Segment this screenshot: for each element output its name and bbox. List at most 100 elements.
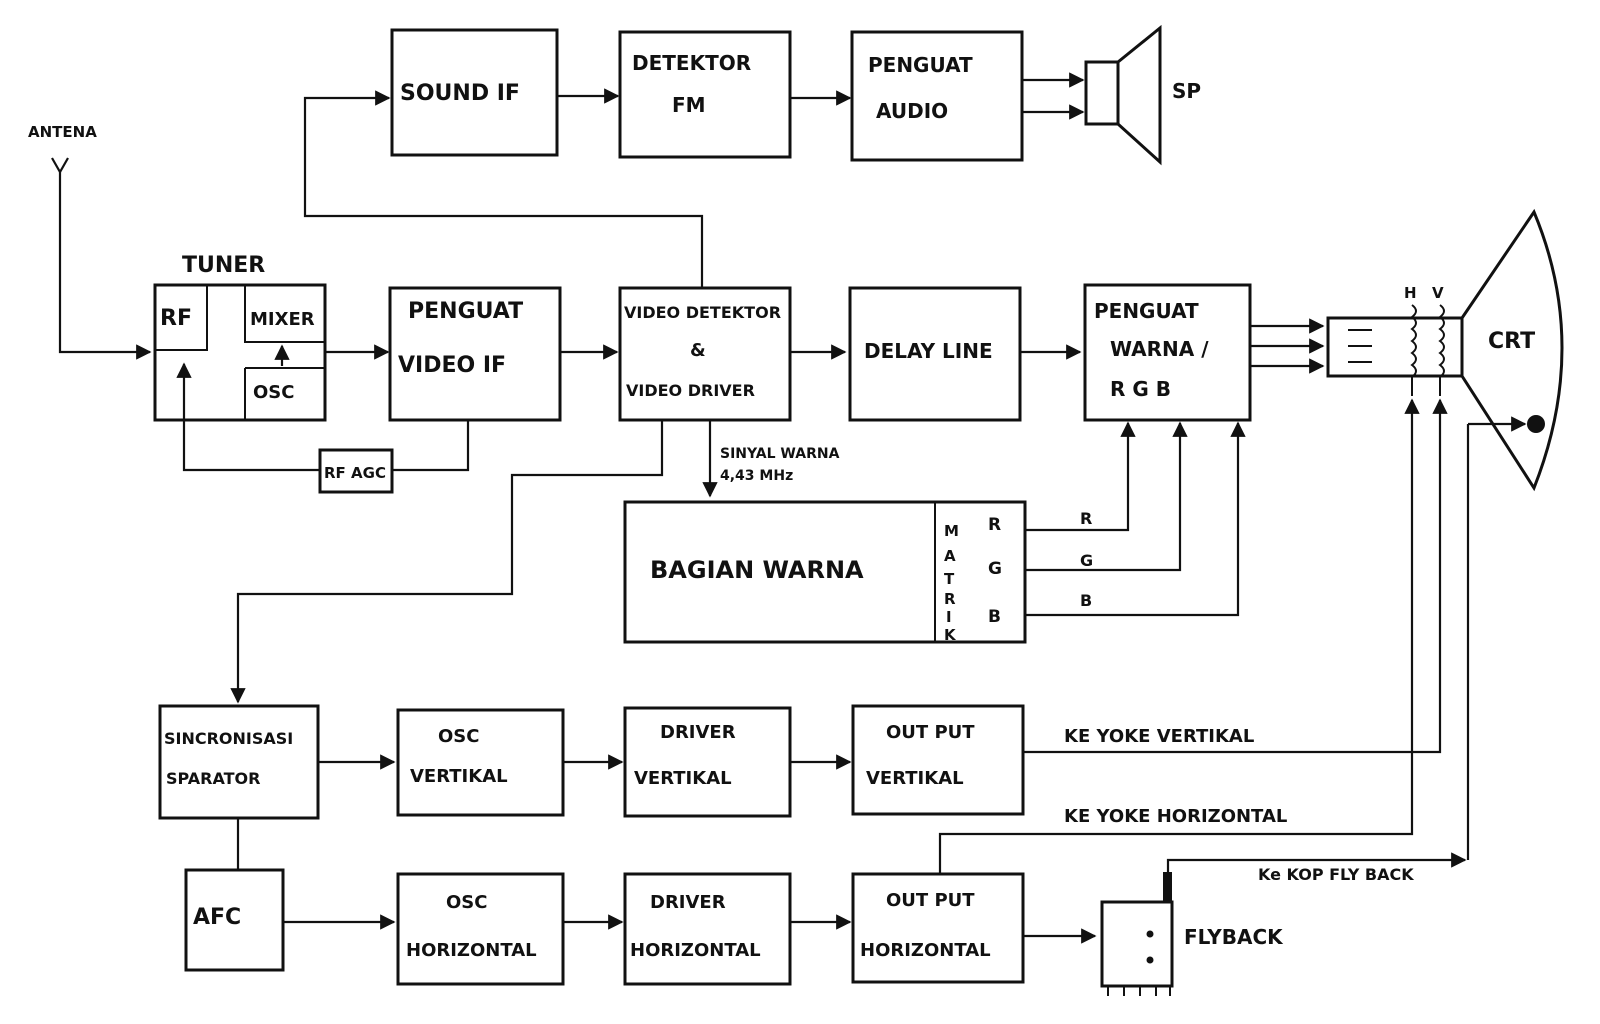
r-signal-wire [1025, 421, 1136, 532]
crt-tube: CRT H V [1326, 208, 1564, 492]
video-detector-block: VIDEO DETEKTOR & VIDEO DRIVER [618, 286, 792, 422]
r-line-label: R [1080, 509, 1092, 528]
output-horizontal-box [851, 872, 1025, 984]
b-line-label: B [1080, 591, 1092, 610]
penguat-video-if-label-2: VIDEO IF [398, 353, 506, 378]
penguat-warna-box [1083, 283, 1252, 422]
ke-yoke-vertikal-label: KE YOKE VERTIKAL [1064, 726, 1254, 747]
output-hor-to-yoke-wire [938, 398, 1420, 874]
penguat-warna-label-2: WARNA / [1110, 337, 1209, 361]
delay-line-label: DELAY LINE [864, 339, 993, 363]
yoke-h-coil-icon [1410, 304, 1417, 378]
penguat-warna-label-1: PENGUAT [1094, 299, 1199, 323]
matrik-b-label: B [988, 607, 1001, 627]
yoke-h-label: H [1404, 284, 1417, 302]
osc-divider [244, 367, 325, 420]
antenna: ANTENA [28, 123, 152, 360]
flyback-hv-lead [1163, 872, 1172, 902]
rf-label: RF [160, 306, 192, 331]
detector-to-sync-wire [230, 420, 664, 704]
sync-separator-block: SINCRONISASI SPARATOR [158, 704, 320, 820]
flyback-dot-2 [1146, 956, 1154, 964]
video-detector-label-1: VIDEO DETEKTOR [624, 303, 781, 322]
afc-label: AFC [193, 905, 241, 930]
matrik-letter-1: M [944, 522, 959, 540]
g-line-label: G [1080, 551, 1093, 570]
flyback-label: FLYBACK [1184, 925, 1284, 949]
tuner-block: TUNER RF MIXER OSC [153, 253, 327, 422]
osc-vertikal-label-2: VERTIKAL [410, 766, 508, 787]
speaker-label: SP [1172, 79, 1201, 103]
antenna-icon [51, 157, 69, 175]
tuner-title: TUNER [182, 253, 265, 278]
antenna-label: ANTENA [28, 123, 97, 141]
matrik-letter-5: I [946, 608, 952, 626]
b-signal-wire [1025, 421, 1246, 617]
penguat-video-if-label-1: PENGUAT [408, 299, 523, 324]
flyback-box [1100, 900, 1174, 988]
bagian-warna-label: BAGIAN WARNA [650, 556, 864, 584]
penguat-audio-block: PENGUAT AUDIO [850, 30, 1024, 162]
delay-line-block: DELAY LINE [848, 286, 1022, 422]
yoke-leads [1411, 377, 1441, 396]
penguat-video-if-box [388, 286, 562, 422]
driver-vertikal-label-2: VERTIKAL [634, 768, 732, 789]
driver-horizontal-box [623, 872, 792, 986]
crt-label: CRT [1488, 329, 1535, 354]
driver-vertikal-label-1: DRIVER [660, 722, 736, 743]
yoke-v-label: V [1432, 284, 1444, 302]
sync-separator-label-2: SPARATOR [166, 769, 260, 788]
matrik-letter-2: A [944, 547, 956, 565]
osc-vertikal-label-1: OSC [438, 726, 479, 747]
matrik-letter-3: T [944, 570, 955, 588]
afc-block: AFC [184, 868, 285, 972]
detektor-fm-label-2: FM [672, 93, 706, 117]
driver-horizontal-block: DRIVER HORIZONTAL [623, 872, 792, 986]
sinyal-warna-label-2: 4,43 MHz [720, 468, 793, 484]
detector-to-sound-if-wire [303, 90, 704, 288]
flyback-to-anode-wire [1166, 852, 1467, 872]
ke-yoke-horizontal-label: KE YOKE HORIZONTAL [1064, 806, 1287, 827]
penguat-warna-block: PENGUAT WARNA / R G B [1083, 283, 1252, 422]
penguat-warna-label-3: R G B [1110, 377, 1171, 401]
video-detector-box [618, 286, 792, 422]
rf-agc-label: RF AGC [324, 464, 386, 482]
sinyal-warna-label-1: SINYAL WARNA [720, 446, 840, 462]
sound-if-label: SOUND IF [400, 81, 520, 106]
osc-label: OSC [253, 382, 294, 403]
mixer-divider [244, 285, 325, 343]
delay-line-box [848, 286, 1022, 422]
detektor-fm-block: DETEKTOR FM [618, 30, 792, 159]
agc-to-rf-wire [176, 362, 320, 472]
mixer-label: MIXER [250, 309, 315, 330]
video-if-to-agc-wire [392, 420, 470, 472]
penguat-audio-box [850, 30, 1024, 162]
matrik-g-label: G [988, 559, 1002, 579]
osc-horizontal-block: OSC HORIZONTAL [396, 872, 565, 986]
matrik-letter-4: R [944, 590, 956, 608]
osc-vertikal-box [396, 708, 565, 817]
output-horizontal-label-2: HORIZONTAL [860, 940, 991, 961]
output-vertikal-label-2: VERTIKAL [866, 768, 964, 789]
afc-box [184, 868, 285, 972]
osc-vertikal-block: OSC VERTIKAL [396, 708, 565, 817]
osc-horizontal-label-1: OSC [446, 892, 487, 913]
bagian-warna-box [623, 500, 1027, 644]
g-signal-wire [1025, 421, 1188, 572]
rf-agc-block: RF AGC [176, 362, 470, 494]
driver-vertikal-box [623, 706, 792, 818]
driver-vertikal-block: DRIVER VERTIKAL [623, 706, 792, 818]
antenna-to-tuner-wire [58, 172, 152, 360]
sound-if-box [390, 28, 559, 157]
output-horizontal-block: OUT PUT HORIZONTAL [851, 872, 1025, 984]
crt-gun-icon [1348, 329, 1372, 363]
video-detector-label-2: & [690, 340, 706, 361]
output-horizontal-label-1: OUT PUT [886, 890, 975, 911]
video-detector-label-3: VIDEO DRIVER [626, 381, 755, 400]
flyback-dot-1 [1146, 930, 1154, 938]
matrik-r-label: R [988, 515, 1001, 535]
bagian-warna-block: BAGIAN WARNA M A T R I K R G B [623, 500, 1027, 644]
output-vert-to-yoke-wire [1023, 398, 1448, 754]
detektor-fm-box [618, 30, 792, 159]
